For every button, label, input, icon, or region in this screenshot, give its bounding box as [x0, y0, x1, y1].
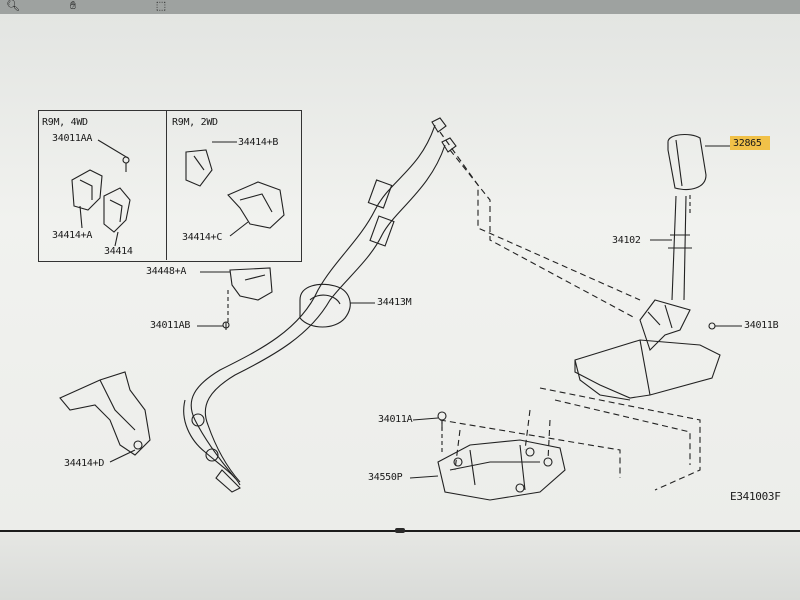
inset-right-title: R9M, 2WD	[172, 117, 218, 128]
diagram-code: E341003F	[730, 490, 781, 503]
label-lever: 34102	[612, 235, 641, 246]
magnifier-icon[interactable]: 🔍︎	[6, 0, 20, 12]
hand-icon[interactable]: ✋︎	[69, 0, 77, 12]
label-34414-b: 34414+B	[238, 137, 279, 148]
label-34414-c: 34414+C	[182, 232, 223, 243]
crop-icon[interactable]: ⬚	[155, 0, 167, 12]
bezel-indicator	[395, 528, 405, 533]
inset-left-title: R9M, 4WD	[42, 117, 88, 128]
label-34011AA: 34011AA	[52, 133, 93, 144]
parts-diagram-sheet	[0, 14, 800, 532]
highlight-marker	[730, 136, 770, 150]
label-34414: 34414	[104, 246, 133, 257]
inset-divider	[166, 110, 167, 260]
label-base: 34550P	[368, 472, 403, 483]
label-bolt-base: 34011A	[378, 414, 413, 425]
toolbar: 🔍︎ ✋︎ ⬚	[0, 0, 800, 14]
label-bracket-bottom: 34414+D	[64, 458, 105, 469]
label-34414-a: 34414+A	[52, 230, 93, 241]
monitor-bezel	[0, 532, 800, 600]
label-bolt-left: 34011AB	[150, 320, 191, 331]
label-bolt-right: 34011B	[744, 320, 779, 331]
label-cable: 34413M	[377, 297, 412, 308]
label-knob: 32865	[733, 138, 762, 149]
label-bracket-top: 34448+A	[146, 266, 187, 277]
variant-inset-box	[38, 110, 302, 262]
